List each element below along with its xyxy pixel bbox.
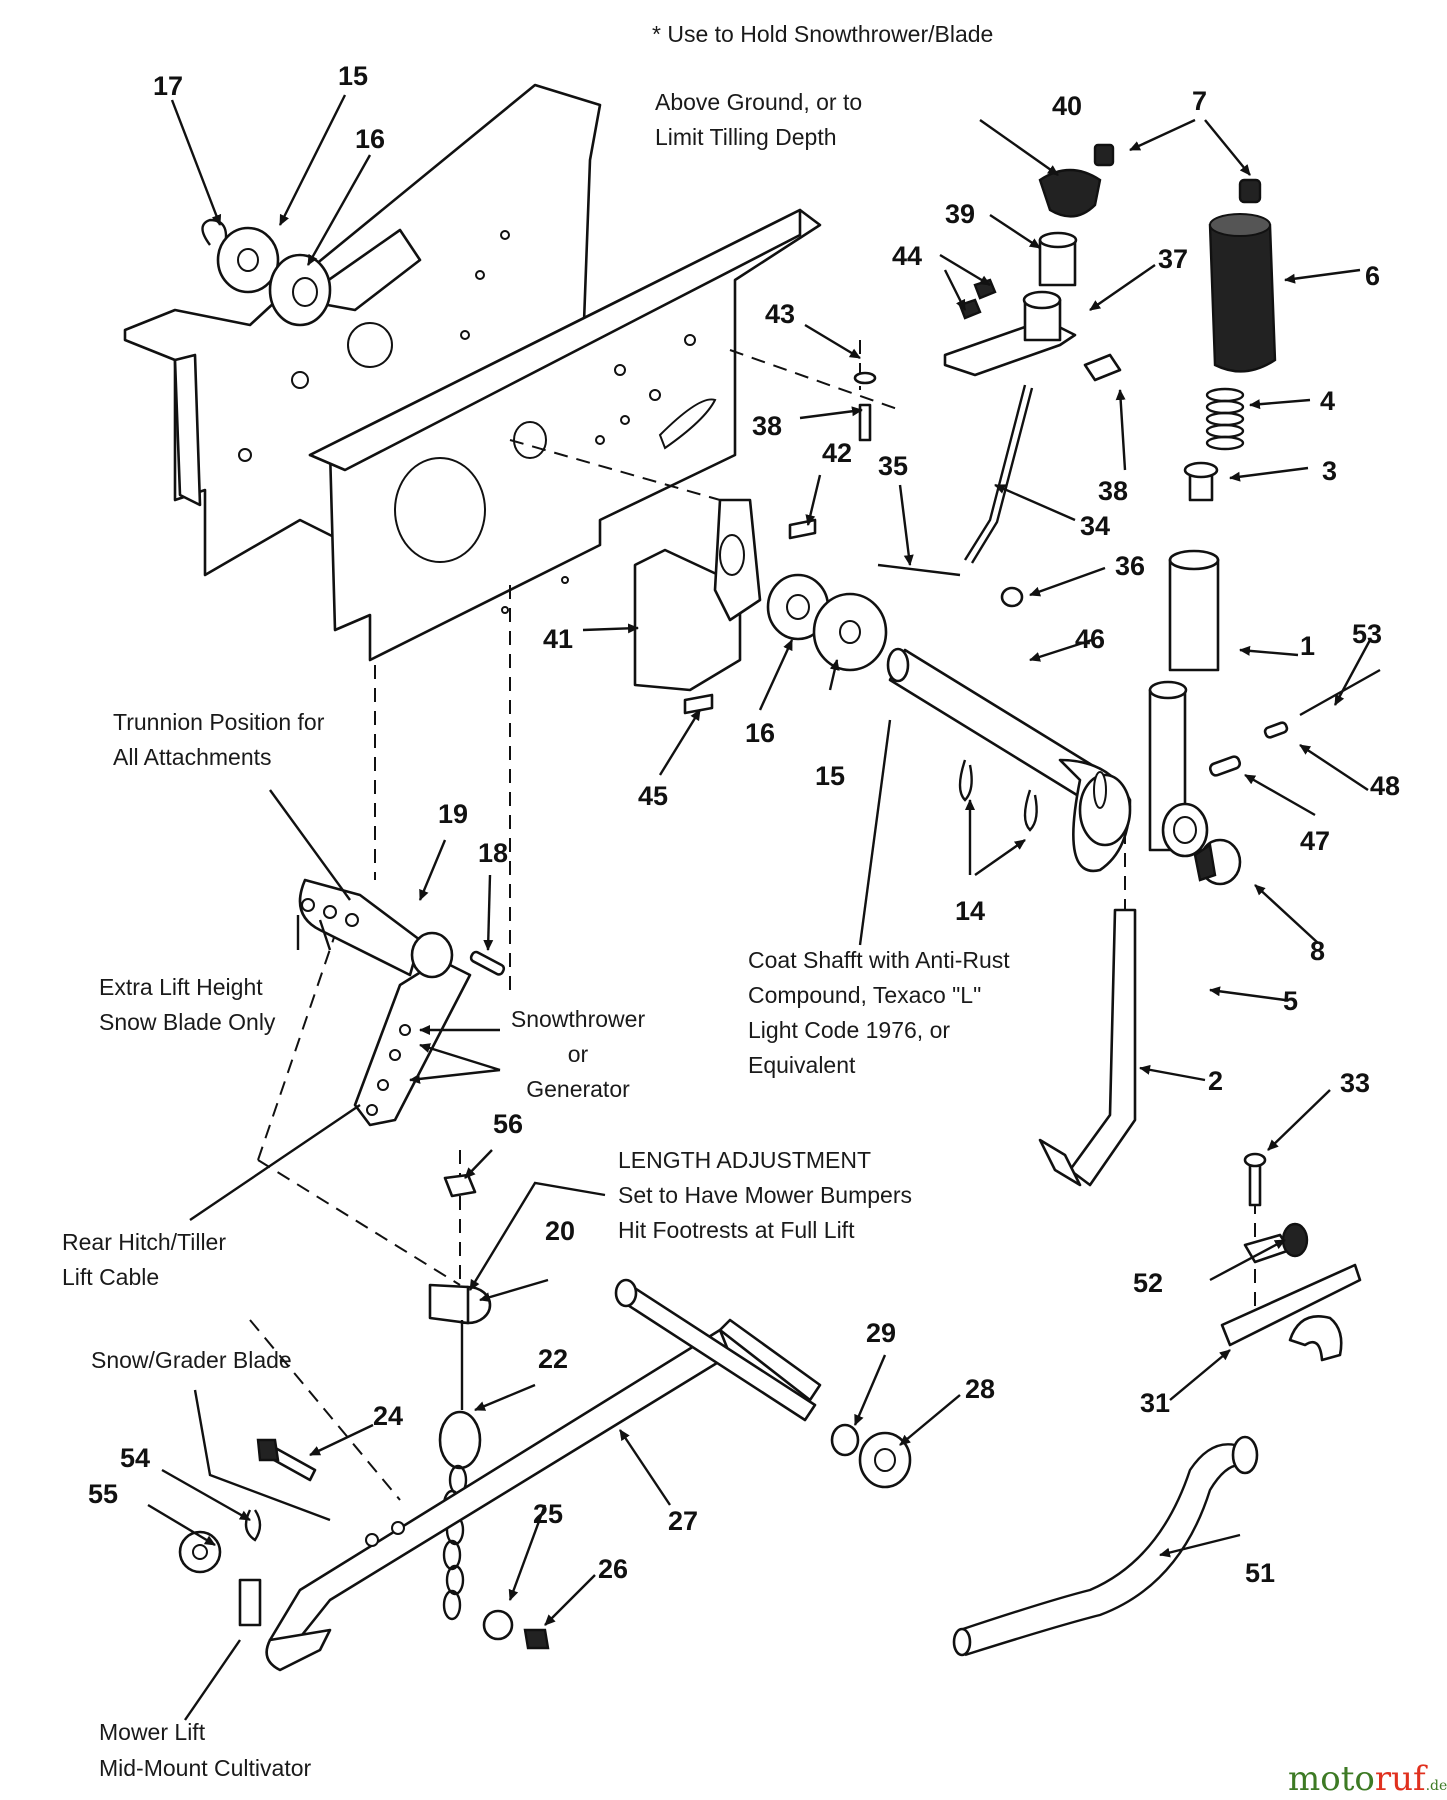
- callout-20: 20: [545, 1216, 575, 1246]
- callout-16-bottom: 16: [745, 718, 775, 748]
- hold-note-line-2: Above Ground, or to: [655, 89, 862, 115]
- mower-lift-note-line-2: Mid-Mount Cultivator: [99, 1755, 312, 1781]
- callout-45: 45: [638, 781, 668, 811]
- bracket-plate: [633, 498, 888, 715]
- frame-assembly: [123, 83, 822, 662]
- trunnion-note-line-2: All Attachments: [113, 744, 272, 770]
- callout-40: 40: [1052, 91, 1082, 121]
- callout-35: 35: [878, 451, 908, 481]
- snow-grader-note: Snow/Grader Blade: [91, 1347, 292, 1373]
- callout-18: 18: [478, 838, 508, 868]
- callout-2: 2: [1208, 1066, 1223, 1096]
- cross-shaft: [886, 647, 1209, 873]
- left-washers: [201, 218, 332, 327]
- lever-rod: [1038, 178, 1381, 1187]
- hold-note-line-3: Limit Tilling Depth: [655, 124, 837, 150]
- callout-7: 7: [1192, 86, 1207, 116]
- callout-38-right: 38: [1098, 476, 1128, 506]
- snowthrower-note-line-1: Snowthrower: [511, 1006, 646, 1032]
- callout-56: 56: [493, 1109, 523, 1139]
- callout-42: 42: [822, 438, 852, 468]
- callout-51: 51: [1245, 1558, 1275, 1588]
- svg-text:motoruf.de: motoruf.de: [1288, 1759, 1447, 1799]
- callout-5: 5: [1283, 986, 1298, 1016]
- callout-53: 53: [1352, 619, 1382, 649]
- callout-34: 34: [1080, 511, 1110, 541]
- callout-26: 26: [598, 1554, 628, 1584]
- callout-39: 39: [945, 199, 975, 229]
- callout-15-bottom: 15: [815, 761, 845, 791]
- callout-1: 1: [1300, 631, 1315, 661]
- callout-41: 41: [543, 624, 573, 654]
- coat-note-line-4: Equivalent: [748, 1052, 856, 1078]
- callout-17: 17: [153, 71, 183, 101]
- annotation-notes: * Use to Hold Snowthrower/Blade Above Gr…: [62, 21, 1010, 1781]
- callout-numbers: 1 2 3 4 5 6 7 8 14 15 15 16 16 17 18 19 …: [88, 61, 1400, 1588]
- callout-54: 54: [120, 1443, 150, 1473]
- callout-46: 46: [1075, 624, 1105, 654]
- callout-52: 52: [1133, 1268, 1163, 1298]
- extra-lift-note-line-2: Snow Blade Only: [99, 1009, 276, 1035]
- callout-44: 44: [892, 241, 922, 271]
- callout-15-top: 15: [338, 61, 368, 91]
- length-note-line-1: LENGTH ADJUSTMENT: [618, 1147, 871, 1173]
- callout-4: 4: [1320, 386, 1335, 416]
- coat-note-line-2: Compound, Texaco "L": [748, 982, 981, 1008]
- callout-31: 31: [1140, 1388, 1170, 1418]
- hold-note-line-1: * Use to Hold Snowthrower/Blade: [652, 21, 993, 47]
- mower-lift-note-line-1: Mower Lift: [99, 1719, 206, 1745]
- callout-19: 19: [438, 799, 468, 829]
- callout-37: 37: [1158, 244, 1188, 274]
- callout-48: 48: [1370, 771, 1400, 801]
- callout-27: 27: [668, 1506, 698, 1536]
- trunnion-arm: [298, 878, 506, 1127]
- callout-36: 36: [1115, 551, 1145, 581]
- callout-8: 8: [1310, 936, 1325, 966]
- leader-lines: [147, 94, 1372, 1721]
- length-note-line-2: Set to Have Mower Bumpers: [618, 1182, 912, 1208]
- callout-29: 29: [866, 1318, 896, 1348]
- coat-note-line-3: Light Code 1976, or: [748, 1017, 950, 1043]
- length-note-line-3: Hit Footrests at Full Lift: [618, 1217, 855, 1243]
- mower-lift-linkage: [178, 1173, 912, 1672]
- snowthrower-note-line-2: or: [568, 1041, 589, 1067]
- callout-6: 6: [1365, 261, 1380, 291]
- callout-43: 43: [765, 299, 795, 329]
- watermark-logo: motoruf.de: [1288, 1759, 1447, 1799]
- callout-24: 24: [373, 1401, 403, 1431]
- callout-14: 14: [955, 896, 985, 926]
- rear-hitch-note-line-2: Lift Cable: [62, 1264, 159, 1290]
- rear-hitch-note-line-1: Rear Hitch/Tiller: [62, 1229, 226, 1255]
- snowthrower-note-line-3: Generator: [526, 1076, 630, 1102]
- extra-lift-note-line-1: Extra Lift Height: [99, 974, 263, 1000]
- callout-22: 22: [538, 1344, 568, 1374]
- callout-3: 3: [1322, 456, 1337, 486]
- callout-33: 33: [1340, 1068, 1370, 1098]
- trunnion-note-line-1: Trunnion Position for: [113, 709, 325, 735]
- callout-16-top: 16: [355, 124, 385, 154]
- callout-55: 55: [88, 1479, 118, 1509]
- coat-note-line-1: Coat Shafft with Anti-Rust: [748, 947, 1010, 973]
- callout-38-left: 38: [752, 411, 782, 441]
- callout-25: 25: [533, 1499, 563, 1529]
- callout-47: 47: [1300, 826, 1330, 856]
- callout-28: 28: [965, 1374, 995, 1404]
